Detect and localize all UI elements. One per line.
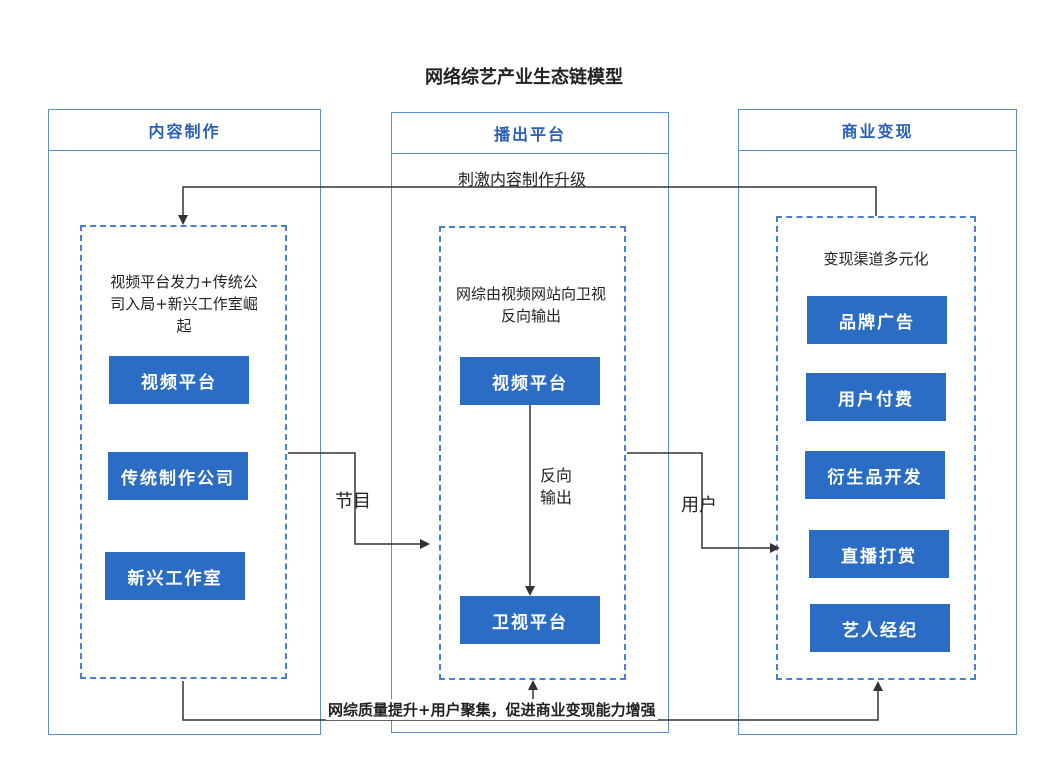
monetize-item-brand-ads: 品牌广告 [807, 296, 947, 344]
content-item-video-platform: 视频平台 [109, 356, 249, 404]
diagram-title: 网络综艺产业生态链模型 [425, 67, 623, 88]
column-header-content: 内容制作 [49, 110, 320, 151]
reverse-output-label: 反向输出 [539, 466, 572, 507]
arrow-program [288, 452, 430, 549]
monetize-item-derivatives: 衍生品开发 [805, 451, 945, 499]
monetization-group [776, 216, 976, 680]
arrow-bottom-feedback [182, 681, 883, 721]
column-monetization: 商业变现 [738, 109, 1017, 735]
monetize-item-artist-management: 艺人经纪 [810, 604, 950, 652]
user-label: 用户 [681, 495, 717, 516]
program-label: 节目 [335, 491, 371, 512]
monetize-item-user-pay: 用户付费 [806, 373, 946, 421]
content-description: 视频平台发力+传统公司入局+新兴工作室崛起 [110, 273, 258, 335]
platform-item-video-platform: 视频平台 [460, 357, 600, 405]
content-item-new-studio: 新兴工作室 [105, 552, 245, 600]
column-content-production: 内容制作 [48, 109, 321, 735]
monetize-item-livestream-tips: 直播打赏 [809, 530, 949, 578]
content-item-traditional-company: 传统制作公司 [108, 452, 248, 500]
platform-description: 网综由视频网站向卫视反向输出 [456, 285, 607, 325]
platform-item-tv-platform: 卫视平台 [460, 596, 600, 644]
monetization-description: 变现渠道多元化 [823, 250, 929, 268]
column-header-monetization: 商业变现 [739, 110, 1016, 151]
platform-group [439, 226, 626, 680]
content-group [80, 225, 287, 679]
arrow-top-feedback [178, 186, 877, 225]
top-feedback-label: 刺激内容制作升级 [458, 170, 587, 189]
column-broadcast-platform: 播出平台 [391, 112, 669, 733]
arrow-user [627, 452, 780, 553]
column-header-platform: 播出平台 [392, 113, 668, 154]
bottom-feedback-label: 网综质量提升+用户聚集，促进商业变现能力增强 [326, 699, 658, 720]
